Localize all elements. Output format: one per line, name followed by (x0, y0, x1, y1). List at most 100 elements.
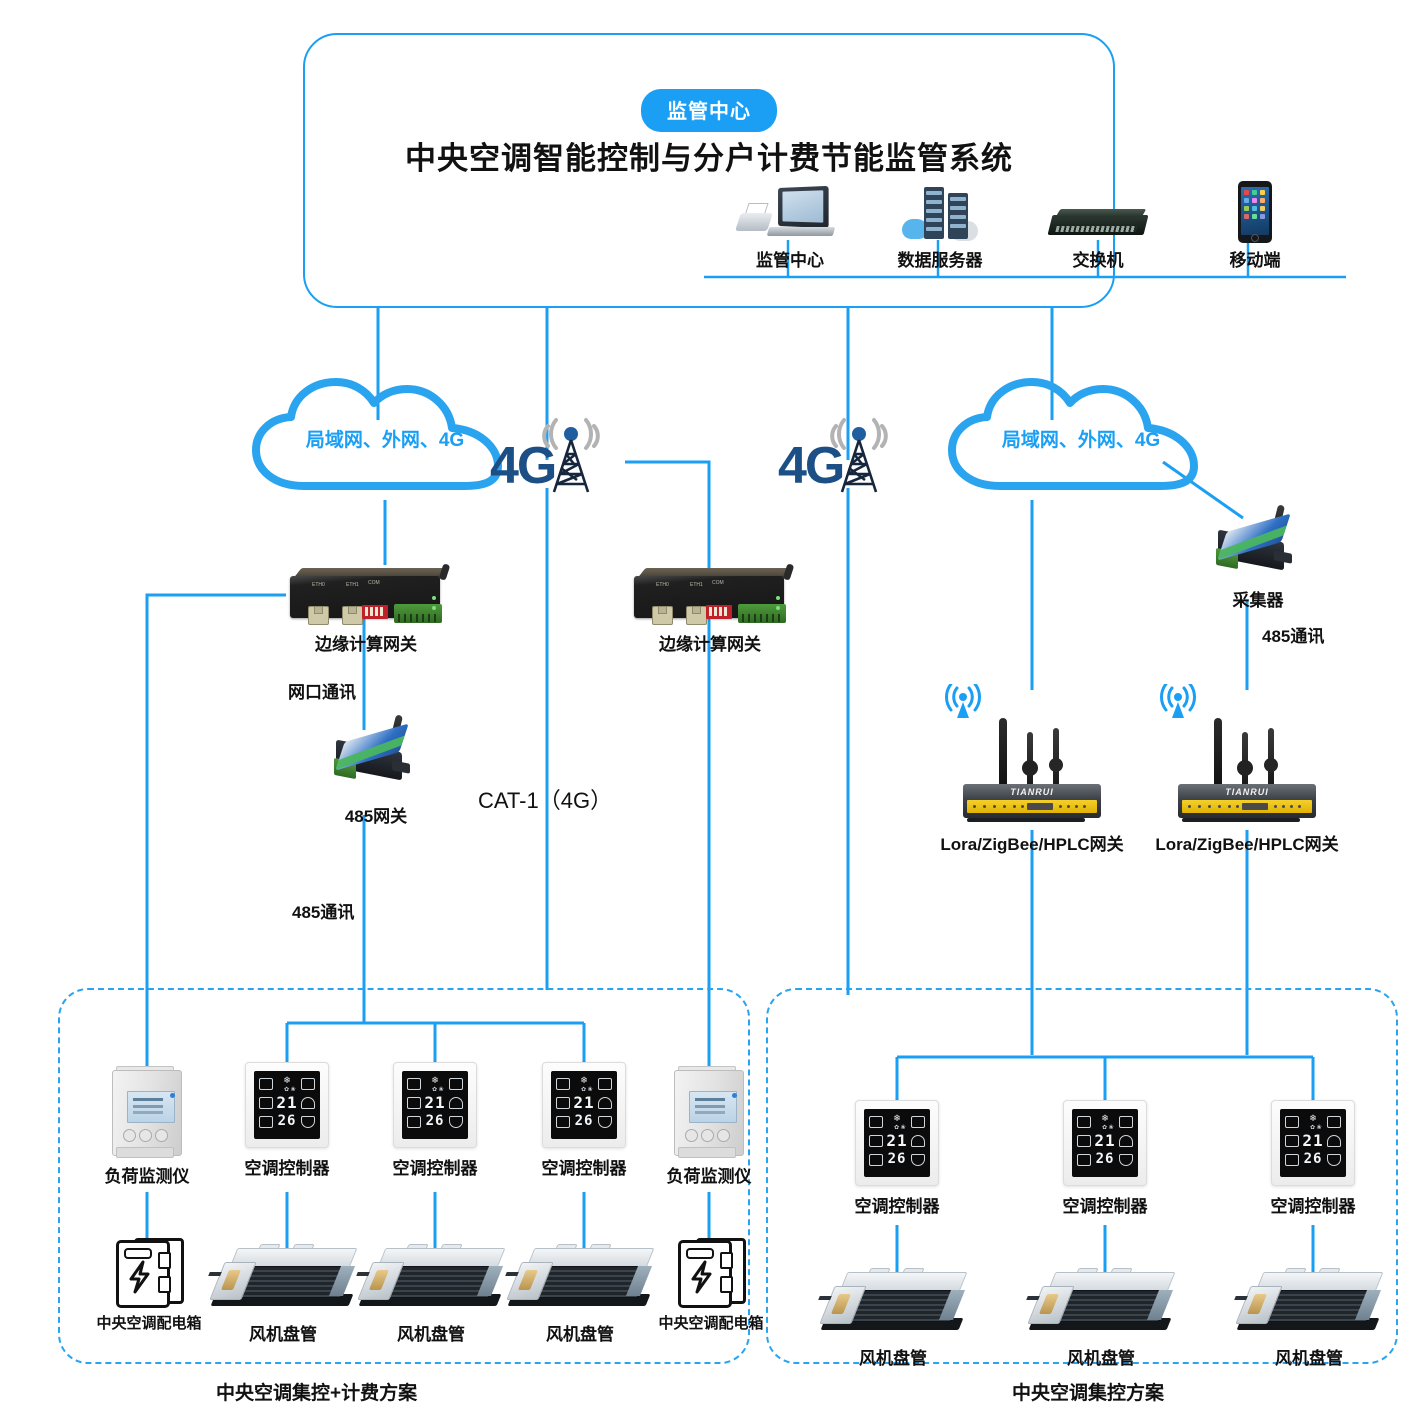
lora-gateway-right[interactable]: TIANRUI Lora/ZigBee/HPLC网关 (1155, 684, 1339, 854)
ac-room-temp: 26 (425, 1113, 445, 1129)
fan-coil-icon (207, 1242, 358, 1316)
zone-left (58, 988, 750, 1364)
rs485-gateway-icon (330, 714, 422, 792)
edge-gateway-right[interactable]: ETH0 ETH1 COM 边缘计算网关 (630, 562, 795, 654)
load-monitor-left[interactable]: 负荷监测仪 (105, 1066, 190, 1186)
ac-room-temp: 26 (277, 1113, 297, 1129)
ac-room-temp: 26 (887, 1151, 907, 1167)
network-switch-icon (1040, 185, 1156, 243)
distribution-cabinet-icon (110, 1232, 186, 1308)
ac-controller-label: 空调控制器 (541, 1159, 627, 1178)
collector-label: 采集器 (1232, 591, 1284, 610)
fan-coil-label: 风机盘管 (859, 1349, 927, 1368)
header-baseline (704, 240, 1346, 279)
ac-controller-r2[interactable]: ❄ ✿ ❀ 21 26 空调控制器 (1063, 1100, 1148, 1216)
wireless-signal-icon (1159, 684, 1197, 718)
collector-icon (1212, 504, 1304, 582)
header-device-label: 移动端 (1229, 251, 1281, 270)
fan-coil-label: 风机盘管 (546, 1325, 614, 1344)
header-device-data-server[interactable]: 数据服务器 (878, 185, 1002, 271)
cloud-network-right: 局域网、外网、4G (942, 378, 1220, 500)
load-monitor-right-label: 负荷监测仪 (666, 1167, 752, 1186)
ac-set-temp: 21 (886, 1131, 908, 1150)
distribution-cabinet-left[interactable]: 中央空调配电箱 (96, 1232, 202, 1332)
lora-gateway-brand: TIANRUI (1010, 787, 1054, 797)
edge-gateway-left[interactable]: ETH0 ETH1 COM 边缘计算网关 (286, 562, 451, 654)
ac-set-temp: 21 (1094, 1131, 1116, 1150)
smartphone-icon (1196, 181, 1314, 243)
link-label-rs485-left: 485通讯 (292, 903, 355, 922)
tower-4g-right: 4G (778, 410, 914, 500)
ac-controller-l2[interactable]: ❄ ✿ ❀ 21 26 空调控制器 (393, 1062, 478, 1178)
fan-coil-l3[interactable]: 风机盘管 (504, 1242, 655, 1344)
header-device-mobile[interactable]: 移动端 (1196, 181, 1314, 271)
header-device-switch[interactable]: 交换机 (1040, 185, 1156, 271)
ac-controller-l3[interactable]: ❄ ✿ ❀ 21 26 空调控制器 (542, 1062, 627, 1178)
ac-controller-label: 空调控制器 (392, 1159, 478, 1178)
ac-controller-r3[interactable]: ❄ ✿ ❀ 21 26 空调控制器 (1271, 1100, 1356, 1216)
supervision-center-panel: 监管中心 中央空调智能控制与分户计费节能监管系统 (303, 33, 1346, 308)
header-device-label: 监管中心 (756, 251, 824, 270)
ac-controller-label: 空调控制器 (1270, 1197, 1356, 1216)
fan-coil-l2[interactable]: 风机盘管 (355, 1242, 506, 1344)
fan-coil-r3[interactable]: 风机盘管 (1233, 1266, 1384, 1368)
ac-controller-r1[interactable]: ❄ ✿ ❀ 21 26 空调控制器 (855, 1100, 940, 1216)
ac-controller-icon: ❄ ✿ ❀ 21 26 (1063, 1100, 1147, 1186)
lora-gateway-left[interactable]: TIANRUI Lora/ZigBee/HPLC网关 (940, 684, 1124, 854)
link-label-eth: 网口通讯 (288, 683, 356, 702)
fan-coil-l1[interactable]: 风机盘管 (207, 1242, 358, 1344)
ac-room-temp: 26 (574, 1113, 594, 1129)
fan-coil-label: 风机盘管 (1067, 1349, 1135, 1368)
ac-set-temp: 21 (1302, 1131, 1324, 1150)
cell-tower-icon (542, 418, 600, 493)
ac-set-temp: 21 (276, 1093, 298, 1112)
distribution-cabinet-right[interactable]: 中央空调配电箱 (658, 1232, 764, 1332)
lora-gateway-icon: TIANRUI (957, 718, 1107, 828)
ac-controller-label: 空调控制器 (1062, 1197, 1148, 1216)
fan-coil-icon (1233, 1266, 1384, 1340)
cloud-shape-icon (252, 378, 502, 490)
bolt-icon (691, 1260, 712, 1294)
zone-left-caption: 中央空调集控+计费方案 (216, 1383, 418, 1404)
rs485-gateway[interactable]: 485网关 (330, 714, 422, 826)
zone-right-caption: 中央空调集控方案 (1012, 1383, 1165, 1404)
fan-coil-label: 风机盘管 (249, 1325, 317, 1344)
cloud-label: 局域网、外网、4G (305, 429, 465, 451)
link-label-cat1: CAT-1（4G） (478, 788, 613, 813)
ac-controller-icon: ❄ ✿ ❀ 21 26 (1271, 1100, 1355, 1186)
page-title: 中央空调智能控制与分户计费节能监管系统 (405, 141, 1013, 176)
edge-gateway-icon: ETH0 ETH1 COM (286, 562, 451, 625)
lora-gateway-right-label: Lora/ZigBee/HPLC网关 (1155, 835, 1339, 854)
load-monitor-icon (672, 1066, 746, 1158)
edge-gateway-left-label: 边缘计算网关 (315, 635, 417, 654)
load-monitor-right[interactable]: 负荷监测仪 (667, 1066, 752, 1186)
laptop-printer-icon (726, 185, 854, 243)
wireless-signal-icon (944, 684, 982, 718)
lora-gateway-left-label: Lora/ZigBee/HPLC网关 (940, 835, 1124, 854)
fan-coil-icon (504, 1242, 655, 1316)
fan-coil-r2[interactable]: 风机盘管 (1025, 1266, 1176, 1368)
lora-gateway-brand: TIANRUI (1225, 787, 1269, 797)
fan-coil-icon (817, 1266, 968, 1340)
fan-coil-r1[interactable]: 风机盘管 (817, 1266, 968, 1368)
header-device-label: 交换机 (1072, 251, 1124, 270)
distribution-cabinet-icon (672, 1232, 748, 1308)
snowflake-icon: ❄ (431, 1075, 439, 1085)
header-device-supervision[interactable]: 监管中心 (726, 185, 854, 271)
ac-set-temp: 21 (573, 1093, 595, 1112)
zone-right (766, 988, 1398, 1364)
header-device-row: 监管中心 数据服务器 (700, 181, 1350, 290)
data-collector[interactable]: 采集器 (1212, 504, 1304, 610)
header-device-label: 数据服务器 (897, 251, 983, 270)
link-label-rs485-right: 485通讯 (1262, 627, 1325, 646)
edge-gateway-right-label: 边缘计算网关 (659, 635, 761, 654)
bolt-icon (129, 1260, 150, 1294)
fan-coil-icon (355, 1242, 506, 1316)
fan-coil-label: 风机盘管 (397, 1325, 465, 1344)
ac-controller-l1[interactable]: ❄ ✿ ❀ 21 26 空调控制器 (245, 1062, 330, 1178)
ac-controller-label: 空调控制器 (854, 1197, 940, 1216)
snowflake-icon: ❄ (283, 1075, 291, 1085)
fan-coil-label: 风机盘管 (1275, 1349, 1343, 1368)
panel-badge: 监管中心 (641, 89, 777, 132)
